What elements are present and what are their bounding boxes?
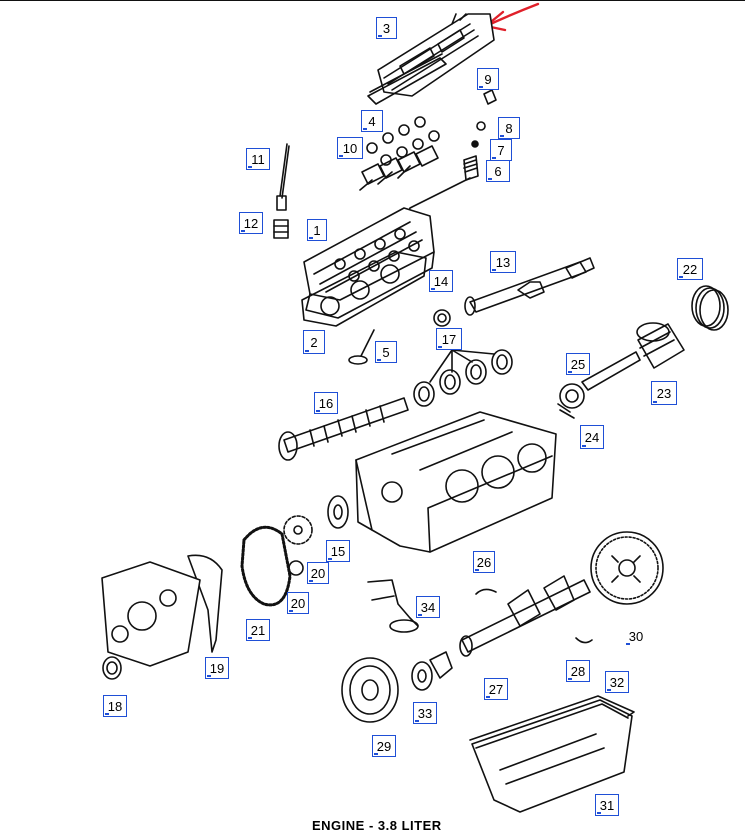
part-label-16[interactable]: 16 [314,392,338,414]
balance-shaft [464,257,595,316]
timing-chain [240,525,292,607]
part-label-21[interactable]: 21 [246,619,270,641]
engine-block [355,411,557,553]
part-label-20a[interactable]: 20 [307,562,329,584]
pump-seal [411,651,453,691]
piston [636,322,685,369]
part-label-29[interactable]: 29 [372,735,396,757]
harmonic-balancer [341,657,399,723]
part-label-15[interactable]: 15 [326,540,350,562]
part-label-11[interactable]: 11 [246,148,270,170]
valve-cover-gasket [367,53,447,105]
part-label-33[interactable]: 33 [413,702,437,724]
part-label-18[interactable]: 18 [103,695,127,717]
front-cover [101,561,201,667]
part-label-4[interactable]: 4 [361,110,383,132]
part-label-23[interactable]: 23 [651,381,677,405]
part-label-8[interactable]: 8 [498,117,520,139]
part-label-14[interactable]: 14 [429,270,453,292]
part-label-5[interactable]: 5 [375,341,397,363]
part-label-12[interactable]: 12 [239,212,263,234]
front-seal [102,656,122,680]
part-label-19[interactable]: 19 [205,657,229,679]
part-label-24[interactable]: 24 [580,425,604,449]
valve [348,329,375,365]
part-label-7[interactable]: 7 [490,139,512,161]
part-label-13[interactable]: 13 [490,251,516,273]
valve-spring-parts [403,89,497,225]
cam-bearings [413,349,513,407]
cam-sprocket [327,495,349,529]
oil-pan [471,699,633,813]
rocker-arms [359,116,440,191]
pushrod [276,143,290,211]
part-label-2[interactable]: 2 [303,330,325,354]
part-label-1[interactable]: 1 [307,219,327,241]
connecting-rod [557,351,641,419]
timing-gear [283,515,313,545]
cylinder-head [303,207,435,319]
crankshaft [459,575,591,657]
lifter [273,219,289,239]
part-label-31[interactable]: 31 [595,794,619,816]
flywheel [590,531,664,605]
part-label-22[interactable]: 22 [677,258,703,280]
part-label-6[interactable]: 6 [486,160,510,182]
main-bearing-upper [475,588,497,595]
front-cover-gasket [187,554,223,653]
part-label-3[interactable]: 3 [376,17,397,39]
part-label-9[interactable]: 9 [477,68,499,90]
diagram-caption: ENGINE - 3.8 LITER [312,818,442,833]
balance-shaft-bearing [433,309,451,327]
part-label-25[interactable]: 25 [566,353,590,375]
part-label-27[interactable]: 27 [484,678,508,700]
part-label-17[interactable]: 17 [436,328,462,350]
camshaft [278,397,409,461]
piston-rings [691,285,729,331]
crank-sprocket [288,560,304,576]
part-label-10[interactable]: 10 [337,137,363,159]
part-label-32[interactable]: 32 [605,671,629,693]
oil-pickup [367,579,419,633]
head-gasket [301,251,427,327]
part-label-28[interactable]: 28 [566,660,590,682]
oil-pan-gasket [469,695,635,741]
annotation-arrow [484,2,540,32]
part-label-34[interactable]: 34 [416,596,440,618]
top-border-line [0,0,745,1]
part-label-30[interactable]: 30 [624,625,648,647]
part-label-26[interactable]: 26 [473,551,495,573]
part-label-20b[interactable]: 20 [287,592,309,614]
main-bearing-lower [575,637,593,644]
